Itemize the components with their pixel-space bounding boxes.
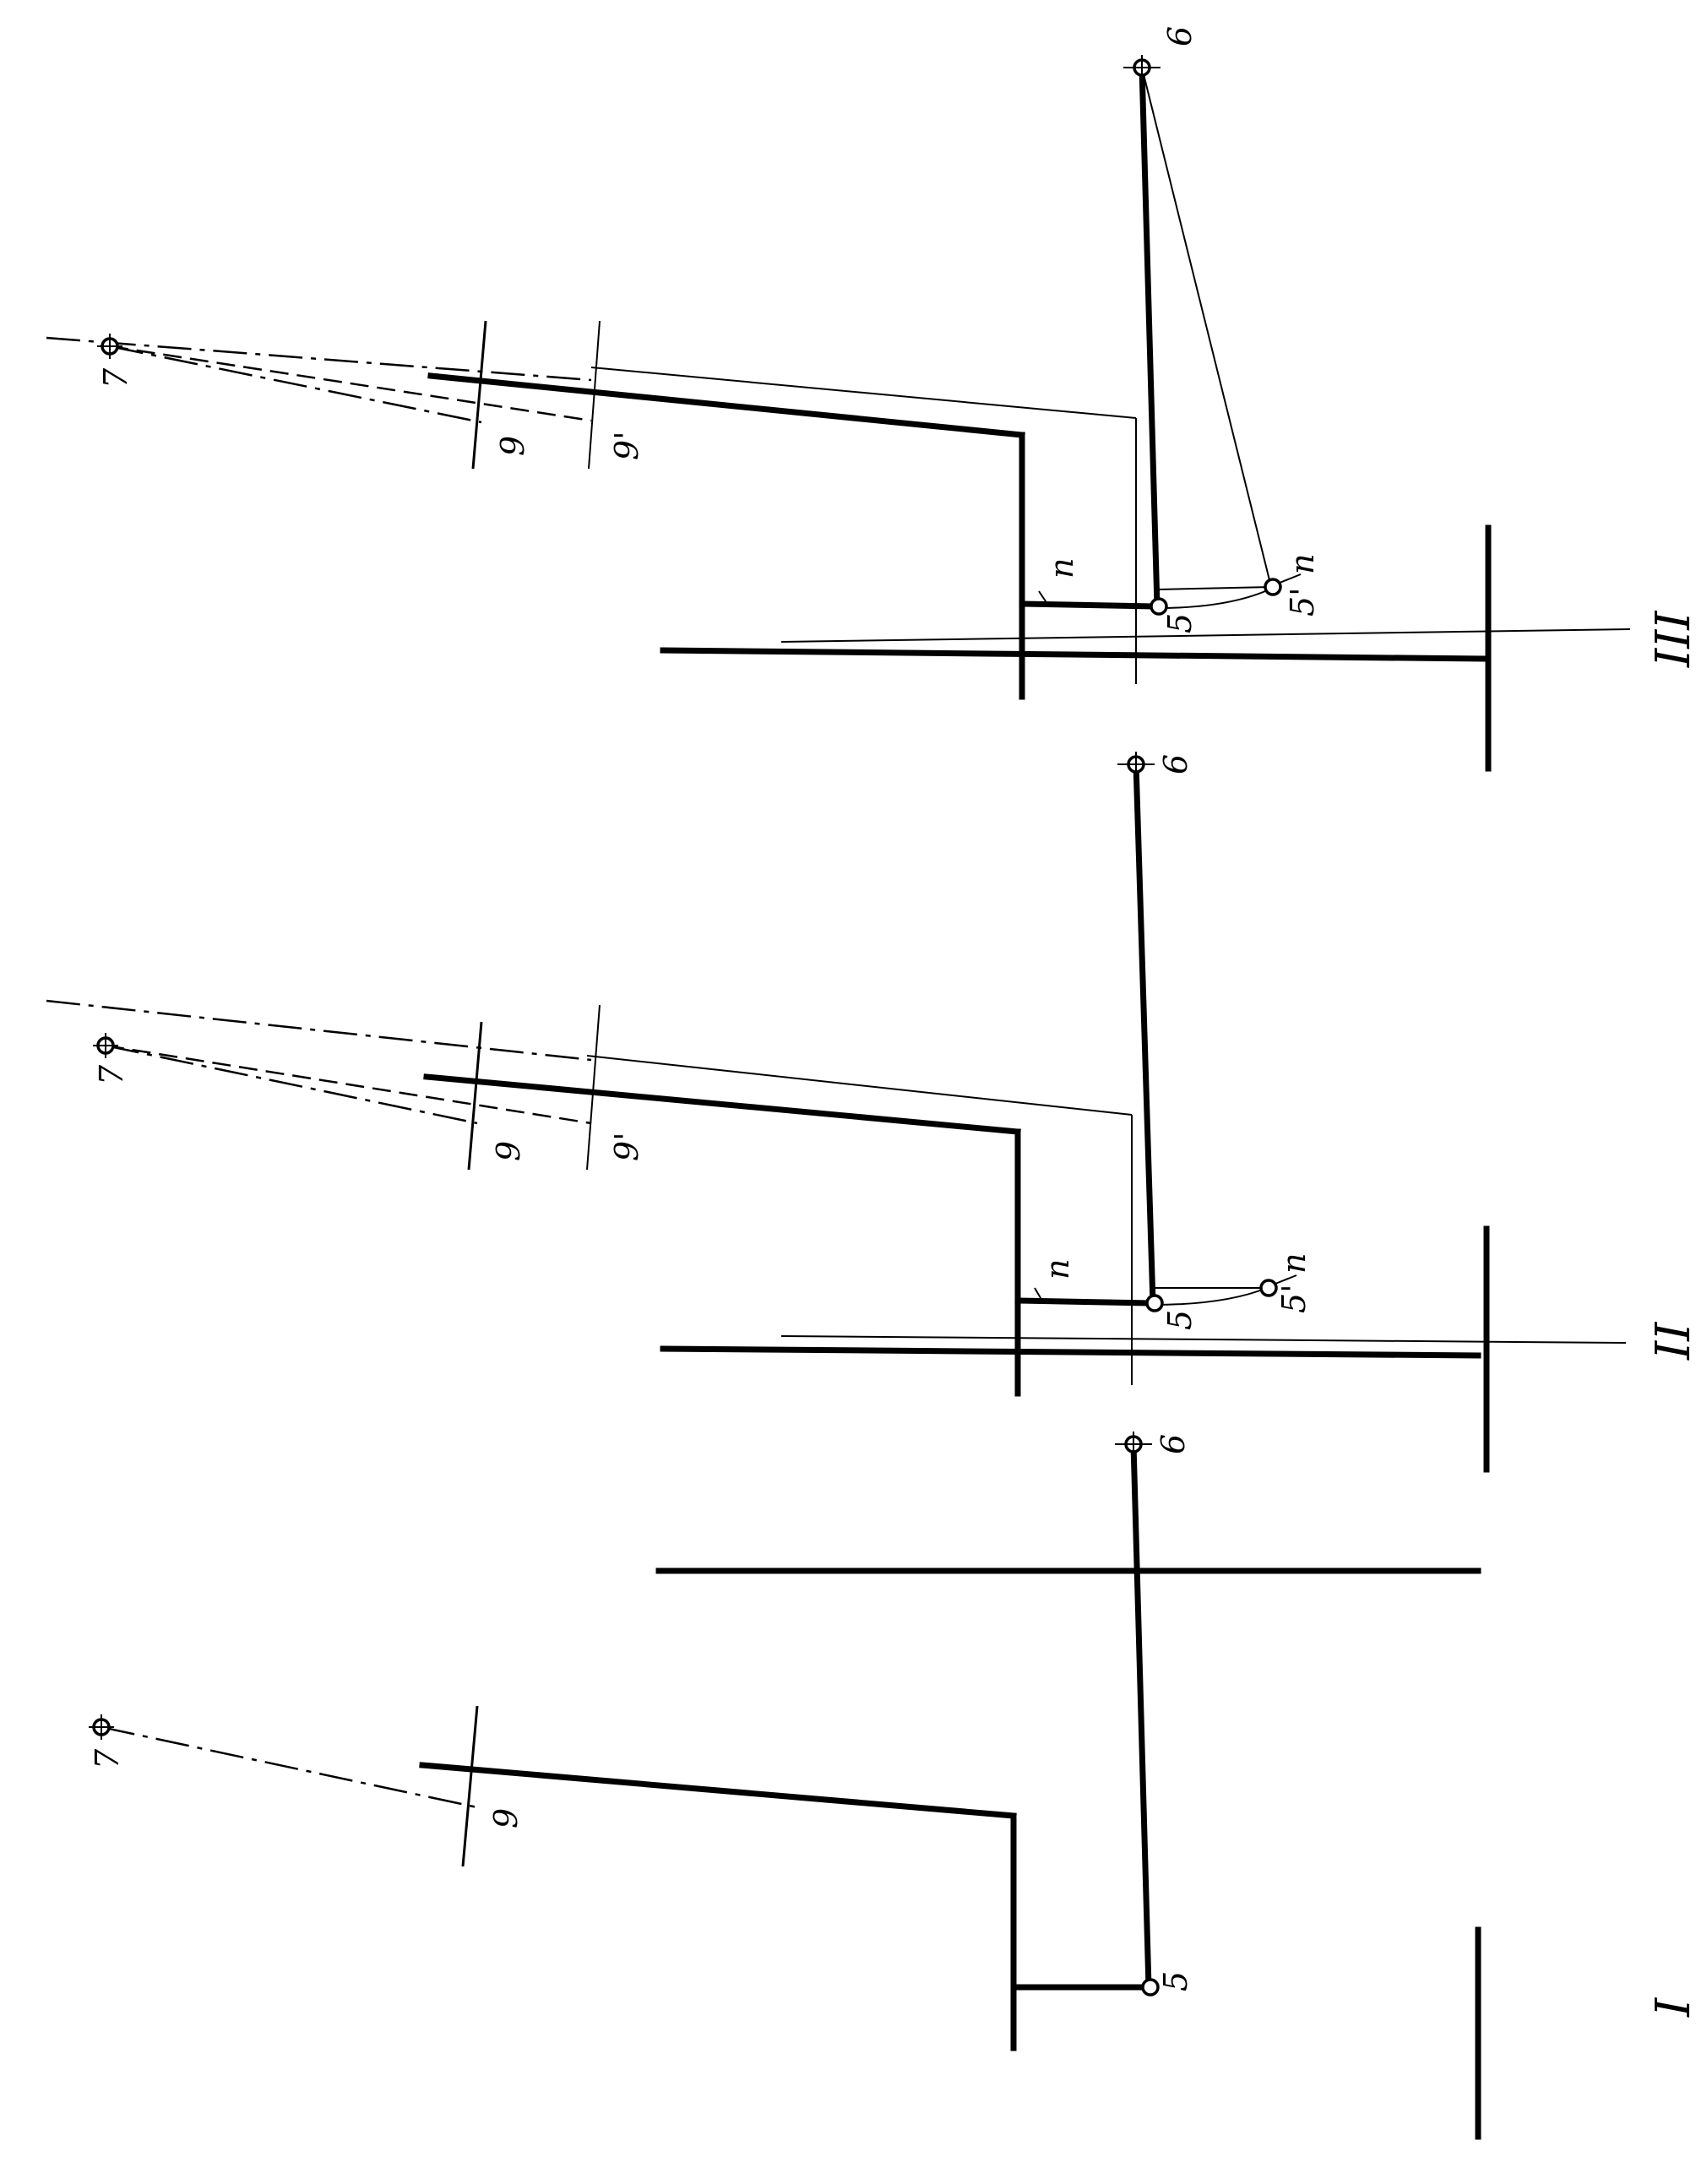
panel-III-curve-n [1156, 588, 1272, 609]
panel-II-label-6: 6 [1157, 754, 1194, 774]
panel-II-thin-lever [586, 1055, 1133, 1116]
panel-I-label-5: 5 [1157, 1971, 1194, 1991]
panel-III-base-line [660, 647, 1486, 662]
panel-II-label-n2: n [1275, 1253, 1313, 1274]
panel-III-label-n1: n [1043, 558, 1080, 579]
panel-III-centerline [780, 628, 1631, 643]
panel-III-label-6: 6 [1161, 26, 1199, 46]
panel-II-label-9: 9 [490, 1141, 527, 1161]
panel-II-link-5-6 [1133, 761, 1156, 1307]
panel-III-pivot-5 [1150, 597, 1168, 616]
panel-I-label-6: 6 [1155, 1434, 1192, 1454]
panel-II-tick-9 [467, 1021, 483, 1171]
panel-II-n-mark-1 [1034, 1287, 1044, 1303]
panel-II-base-line [660, 1345, 1481, 1359]
panel-II-label-5p: 5' [1275, 1284, 1313, 1313]
panel-II-n-mark-2 [1275, 1274, 1297, 1285]
panel-III-pivot-7 [97, 334, 122, 359]
panel-I-pivot-6 [1115, 1432, 1152, 1457]
panel-II: 7 9 9' n 5 5' n 6 II [46, 752, 1696, 1473]
panel-II-label-5: 5 [1161, 1310, 1199, 1330]
panel-III-n-mark-1 [1038, 590, 1048, 605]
panel-I-roman-label: I [1646, 1997, 1696, 2018]
panel-II-label-9p: 9' [608, 1132, 645, 1161]
panel-II-label-7: 7 [93, 1064, 130, 1085]
panel-II-curve-n [1152, 1287, 1268, 1306]
panel-II-roman-label: II [1646, 1321, 1696, 1361]
panel-I-tick-9 [461, 1705, 479, 1867]
panel-II-pivot-5p [1259, 1279, 1278, 1297]
panel-III-label-5p: 5' [1284, 587, 1321, 617]
panel-II-crank-segment [1014, 1297, 1156, 1307]
panel-II-label-n1: n [1039, 1259, 1076, 1279]
panel-III: 7 9 9' n 5 5' n 6 III [46, 26, 1696, 772]
panel-II-main-lever [423, 1073, 1021, 1135]
panel-III-thin-lever [590, 367, 1137, 419]
panel-I-label-9: 9 [487, 1808, 525, 1828]
panel-III-pivot-6 [1123, 55, 1161, 80]
panel-I-ray-7 [101, 1725, 478, 1809]
panel-I-link-5-6 [1130, 1441, 1152, 1991]
panel-III-link-5p-6 [1141, 67, 1272, 588]
panel-III-ray-9p [109, 345, 592, 422]
panel-II-tick-9p [586, 1004, 601, 1171]
panel-III-label-9: 9 [494, 436, 531, 456]
panel-II-ray-9p [105, 1044, 592, 1125]
panel-II-ray-long [46, 999, 592, 1062]
panel-III-ray-long [46, 336, 592, 382]
panel-III-thin-5p [1156, 586, 1272, 590]
panel-I-main-lever [419, 1762, 1017, 1819]
panel-III-link-5-6 [1139, 64, 1161, 610]
panel-III-label-n2: n [1284, 554, 1321, 574]
panel-III-pivot-5p [1264, 578, 1282, 596]
panel-II-centerline [780, 1335, 1627, 1344]
panel-I-pivot-5 [1141, 1978, 1160, 1997]
panel-I-pivot-7 [89, 1714, 114, 1740]
panel-II-ray-9 [105, 1044, 478, 1125]
panel-III-crank-segment [1019, 600, 1161, 610]
panel-I-label-7: 7 [89, 1748, 126, 1769]
panel-III-label-5: 5 [1161, 613, 1199, 633]
panel-III-ray-9 [109, 345, 482, 424]
panel-II-pivot-5 [1145, 1294, 1164, 1312]
panel-II-pivot-7 [93, 1033, 118, 1058]
panel-III-main-lever [427, 372, 1025, 438]
panel-III-tick-9 [471, 320, 487, 470]
panel-III-label-9p: 9' [608, 431, 645, 460]
panel-II-pivot-6 [1117, 752, 1155, 777]
panel-III-label-7: 7 [97, 367, 134, 388]
panel-III-n-mark-2 [1279, 573, 1302, 584]
panel-III-roman-label: III [1646, 610, 1696, 668]
panel-III-tick-9p [588, 320, 601, 470]
panel-I: 7 9 5 6 I [89, 1432, 1696, 2140]
